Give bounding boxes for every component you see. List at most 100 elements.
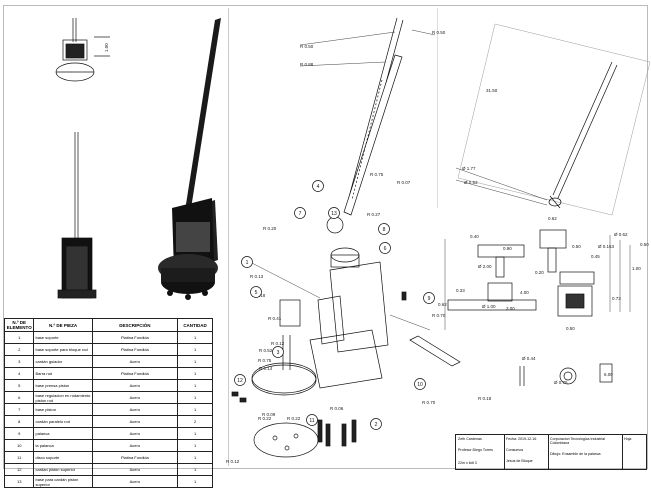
balloon-number: 11: [309, 418, 314, 424]
bom-cell-number: 7: [3, 403, 35, 416]
title-author: Zeth Cardenas: [458, 437, 482, 441]
balloon-number: 8: [383, 227, 386, 233]
title-block-col-1: Zeth Cardenas Profesor:Diego Torres 22m …: [456, 435, 505, 469]
balloon-circle: [379, 242, 391, 254]
bom-header-piece: N.º DE PIEZA: [33, 318, 93, 332]
dimension-label: 4.00: [520, 290, 529, 295]
bom-header-quantity: CANTIDAD: [177, 318, 213, 332]
side-view-small: [57, 132, 97, 299]
bom-cell-number: 9: [3, 427, 35, 440]
dimension-label: 0.50: [572, 244, 581, 249]
bill-of-materials-table: N.º DE ELEMENTO N.º DE PIEZA DESCRIPCIÓN…: [3, 318, 213, 488]
title-block-col-2: Fecha: 2019-12-16 Consumos Jesus de Bloq…: [504, 435, 549, 469]
drawing-sheet: 1.00R 0.50R 0.88R 0.75R 0.13R 0.18R 0.27…: [3, 5, 651, 488]
bom-cell-quantity: 1: [177, 343, 213, 356]
title-sheet: Hoja: [624, 437, 632, 441]
bom-cell-number: 5: [3, 379, 35, 392]
bom-cell-piece: cardan piston superior: [33, 463, 93, 476]
balloon-circle: [328, 207, 340, 219]
balloon-circle: [250, 286, 262, 298]
bom-cell-piece: disco soporte: [33, 451, 93, 464]
dimension-label: R 0.22: [287, 416, 301, 421]
dimension-label: Ø 0.62: [614, 232, 628, 237]
dimension-label: Ø 0.163: [598, 244, 615, 249]
bom-header-element: N.º DE ELEMENTO: [3, 318, 35, 332]
bom-cell-description: Acero: [91, 475, 179, 488]
dimension-label: Ø 0.53: [464, 180, 478, 185]
bom-cell-description: Platina Fundida: [91, 451, 179, 464]
bom-cell-quantity: 1: [177, 355, 213, 368]
dimension-label: 6.00: [604, 372, 613, 377]
bom-cell-quantity: 1: [177, 439, 213, 452]
balloon-number: 5: [255, 290, 258, 296]
title-professor: Profesor:Diego Torres: [458, 448, 493, 452]
dimension-label: R 0.70: [432, 313, 446, 318]
dimension-label: Ø 2.00: [478, 264, 492, 269]
dimension-label: R 0.27: [367, 212, 381, 217]
dimension-label: 0.50: [566, 326, 575, 331]
bom-cell-number: 3: [3, 355, 35, 368]
dimension-label: 0.20: [535, 270, 544, 275]
dimension-label: 1.00: [632, 266, 641, 271]
bom-cell-piece: base prensa piston: [33, 379, 93, 392]
title-institution: Corporacion Tecnologica Industrial Colom…: [550, 437, 606, 446]
dimension-label: R 0.75: [370, 172, 384, 177]
balloon-number: 6: [384, 246, 387, 252]
dimension-label: 0.90: [503, 246, 512, 251]
dimension-label: R 0.52: [259, 348, 273, 353]
dimension-label: R 0.20: [263, 226, 277, 231]
dimension-label: R 0.88: [300, 62, 314, 67]
bom-cell-description: Acero: [91, 379, 179, 392]
bom-cell-description: Acero: [91, 403, 179, 416]
balloon-number: 4: [317, 184, 320, 190]
bom-cell-number: 13: [3, 475, 35, 488]
bom-cell-piece: Barra rod: [33, 367, 93, 380]
balloon-circle: [370, 418, 382, 430]
bom-cell-piece: base para cardán piston superior: [33, 475, 93, 488]
bom-cell-quantity: 1: [177, 427, 213, 440]
bom-cell-description: Acero: [91, 415, 179, 428]
dimension-labels: 1.00R 0.50R 0.88R 0.75R 0.13R 0.18R 0.27…: [104, 30, 649, 464]
bom-cell-number: 8: [3, 415, 35, 428]
dimension-label: R 0.13: [250, 274, 264, 279]
bom-header-description: DESCRIPCIÓN: [91, 318, 179, 332]
bom-cell-description: Acero: [91, 355, 179, 368]
bom-cell-description: Platina Fundida: [91, 343, 179, 356]
bom-cell-quantity: 1: [177, 379, 213, 392]
bom-cell-piece: base piston: [33, 403, 93, 416]
balloon-number: 10: [417, 382, 423, 388]
dimension-label: R 0.12: [226, 459, 240, 464]
dimension-label: R 0.50: [300, 44, 314, 49]
dimension-label: 0.45: [591, 254, 600, 259]
bom-cell-quantity: 1: [177, 331, 213, 344]
view-separator-2: [437, 8, 438, 208]
bom-cell-number: 2: [3, 343, 35, 356]
title-group: 22m x 6dt 3: [458, 461, 477, 465]
drawing-canvas: 1.00R 0.50R 0.88R 0.75R 0.13R 0.18R 0.27…: [55, 17, 651, 464]
exploded-iso-view: [231, 17, 461, 458]
balloon-circle: [294, 207, 306, 219]
dimension-label: R 0.75: [258, 358, 272, 363]
dimension-label: 31.50: [486, 88, 498, 93]
bom-cell-piece: base soporte: [33, 331, 93, 344]
dimension-label: R 0.70: [422, 400, 436, 405]
dimension-label: 1.00: [104, 43, 109, 52]
dimension-label: 0.62: [438, 302, 447, 307]
right-side-view: [455, 23, 651, 216]
dimension-label: 3.00: [506, 306, 515, 311]
dimension-label: 0.50: [640, 242, 649, 247]
bom-cell-description: Acero: [91, 427, 179, 440]
dimension-label: Ø 1.77: [462, 166, 476, 171]
bom-cell-number: 11: [3, 451, 35, 464]
dimension-label: R 0.41: [268, 316, 282, 321]
bom-cell-quantity: 1: [177, 475, 213, 488]
bom-cell-piece: cardán paralelo rod: [33, 415, 93, 428]
